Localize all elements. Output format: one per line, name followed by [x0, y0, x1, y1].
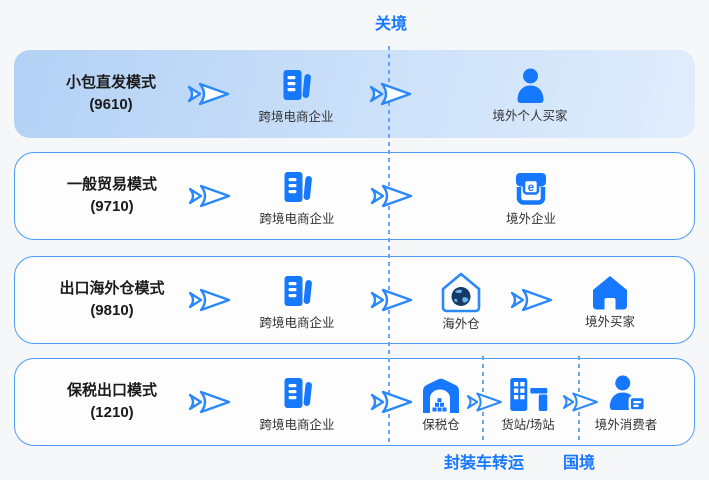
- flow-arrow-icon: [368, 257, 414, 343]
- customs-border-label: 关境: [374, 16, 408, 33]
- mode-code: (1210): [90, 404, 134, 421]
- mode-name: 小包直发模式: [65, 74, 156, 92]
- mode-code: (9710): [90, 198, 134, 215]
- mode-name: 保税出口模式: [66, 382, 157, 400]
- target-label: 境外消费者: [594, 417, 658, 432]
- freight-station-node: 货站/场站: [501, 359, 555, 445]
- overseas-individual-buyer-node: 境外个人买家: [492, 50, 568, 138]
- company-label: 跨境电商企业: [259, 315, 335, 330]
- mode-name: 出口海外仓模式: [59, 280, 165, 298]
- flow-arrow-icon: [186, 153, 232, 239]
- flow-arrow-icon: [508, 257, 554, 343]
- company-building-icon: [277, 373, 317, 415]
- storefront-icon: e: [508, 167, 554, 209]
- overseas-buyer-node: 境外买家: [585, 257, 635, 343]
- cross-border-company-node: 跨境电商企业: [259, 257, 335, 343]
- warehouse-icon: [418, 373, 464, 415]
- mode-code: (9810): [90, 302, 134, 319]
- mode-code: (9610): [89, 96, 133, 113]
- cross-border-company-node: 跨境电商企业: [259, 359, 335, 445]
- flow-arrow-icon: [464, 359, 504, 445]
- company-building-icon: [277, 167, 317, 209]
- bonded-warehouse-node: 保税仓: [418, 359, 464, 445]
- person-card-icon: [604, 373, 648, 415]
- mode-name: 一般贸易模式: [66, 176, 157, 194]
- sealed-truck-transfer-label: 封装车转运: [443, 455, 525, 472]
- company-label: 跨境电商企业: [259, 417, 335, 432]
- mode-row-9810: 出口海外仓模式 (9810) 跨境电商企业 海外仓: [14, 256, 695, 344]
- person-icon: [509, 66, 551, 106]
- mode-title: 保税出口模式 (1210): [15, 359, 209, 445]
- mode-title: 出口海外仓模式 (9810): [15, 257, 209, 343]
- customs-border-line: [388, 46, 390, 444]
- cross-border-company-node: 跨境电商企业: [259, 153, 335, 239]
- house-globe-icon: [437, 270, 485, 314]
- national-border-label: 国境: [562, 455, 596, 472]
- flow-arrow-icon: [185, 50, 231, 138]
- mode-title: 小包直发模式 (9610): [14, 50, 208, 138]
- company-building-icon: [276, 65, 316, 107]
- target-label: 货站/场站: [501, 417, 555, 432]
- flow-arrow-icon: [186, 359, 232, 445]
- flow-arrow-icon: [368, 359, 414, 445]
- target-label: 保税仓: [422, 417, 460, 432]
- freight-station-icon: [505, 373, 551, 415]
- mode-row-9710: 一般贸易模式 (9710) 跨境电商企业 e 境外企业: [14, 152, 695, 240]
- cross-border-company-node: 跨境电商企业: [258, 50, 334, 138]
- flow-arrow-icon: [367, 50, 413, 138]
- mode-row-1210: 保税出口模式 (1210) 跨境电商企业 保税仓 货: [14, 358, 695, 446]
- company-label: 跨境电商企业: [258, 109, 334, 124]
- company-building-icon: [277, 271, 317, 313]
- flow-arrow-icon: [560, 359, 600, 445]
- flow-arrow-icon: [368, 153, 414, 239]
- target-label: 境外个人买家: [492, 108, 568, 123]
- flow-arrow-icon: [186, 257, 232, 343]
- target-label: 境外企业: [505, 211, 557, 226]
- target-label: 海外仓: [442, 316, 480, 331]
- target-label: 境外买家: [584, 314, 636, 329]
- overseas-enterprise-node: e 境外企业: [506, 153, 556, 239]
- mode-row-9610: 小包直发模式 (9610) 跨境电商企业 境外个人买家: [14, 50, 695, 138]
- storefront-e-letter: e: [528, 182, 534, 194]
- overseas-consumer-node: 境外消费者: [594, 359, 658, 445]
- overseas-warehouse-node: 海外仓: [437, 257, 485, 343]
- house-icon: [589, 272, 631, 312]
- company-label: 跨境电商企业: [259, 211, 335, 226]
- mode-title: 一般贸易模式 (9710): [15, 153, 209, 239]
